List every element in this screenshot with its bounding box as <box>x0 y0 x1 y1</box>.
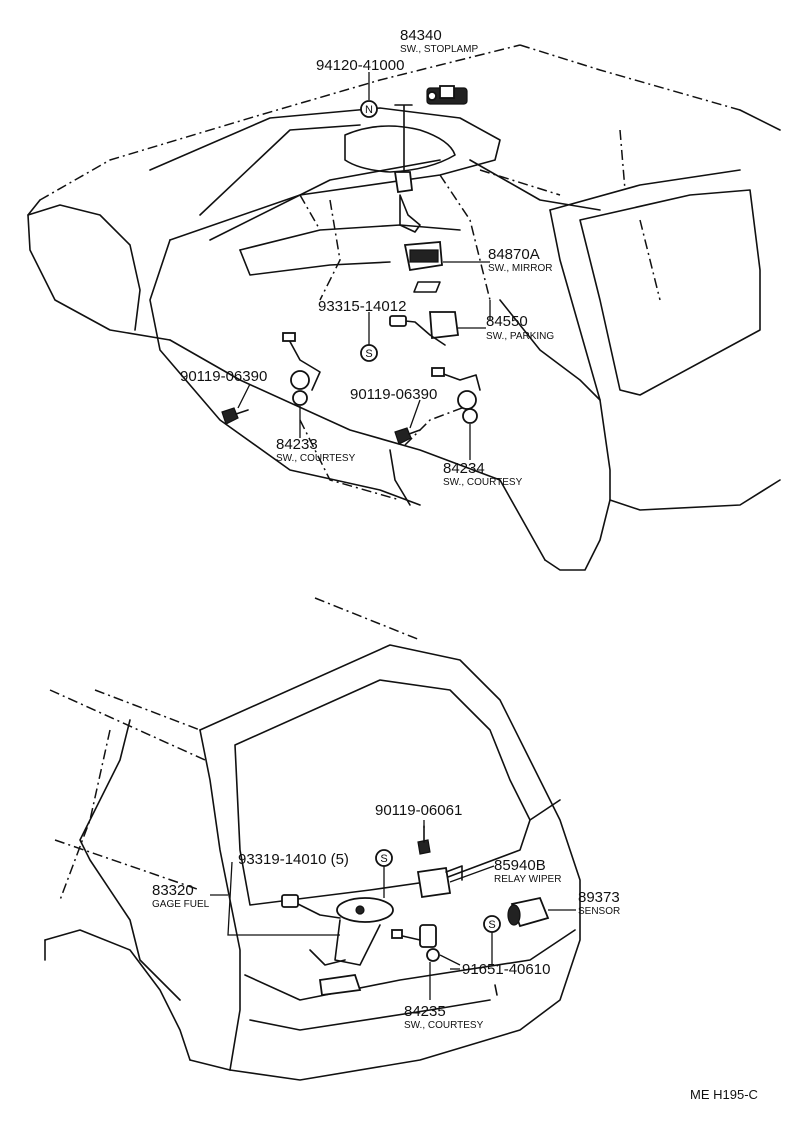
callout-desc: SW., PARKING <box>486 331 554 342</box>
callout-desc: SW., STOPLAMP <box>400 44 478 55</box>
callout-number: 84233 <box>276 436 318 453</box>
callout-number: 84550 <box>486 313 528 330</box>
relay-wiper-part <box>416 865 463 899</box>
callout-number: 91651-40610 <box>462 961 550 978</box>
stoplamp-switch-part <box>426 85 468 105</box>
courtesy-switch-right-part <box>431 367 481 424</box>
courtesy-switch-rear-part <box>391 924 440 962</box>
callout-number: 93319-14010 (5) <box>238 851 349 868</box>
leader-lines-top <box>237 72 491 460</box>
callout-desc: SW., MIRROR <box>488 263 552 274</box>
callout-number: 84235 <box>404 1003 446 1020</box>
symbol-s-bottom-left: S <box>375 849 393 867</box>
callout-number: 93315-14012 <box>318 298 406 315</box>
svg-text:N: N <box>365 104 373 116</box>
screw-left-part <box>221 407 249 425</box>
callout-number: 85940B <box>494 857 546 874</box>
callout-number: 94120-41000 <box>316 57 404 74</box>
symbol-n: N <box>360 100 378 118</box>
screw-bottom-part <box>417 825 431 855</box>
bracket-part <box>393 104 421 233</box>
svg-text:S: S <box>488 919 495 931</box>
svg-text:S: S <box>380 853 387 865</box>
screw-right-part <box>394 427 421 445</box>
fuel-gage-part <box>281 894 394 997</box>
figure-code: ME H195-C <box>690 1087 758 1102</box>
callout-desc: SW., COURTESY <box>276 453 356 464</box>
sensor-part <box>507 896 550 928</box>
parking-switch-part <box>389 311 460 346</box>
callout-desc: GAGE FUEL <box>152 899 210 910</box>
callout-number: 90119-06390 <box>180 368 267 385</box>
callout-number: 84870A <box>488 246 540 263</box>
vehicle-body-top <box>27 44 781 571</box>
callout-number: 89373 <box>578 889 620 906</box>
vehicle-body-bottom <box>44 597 581 1081</box>
symbol-s-bottom-right: S <box>483 915 501 933</box>
callout-number: 90119-06061 <box>375 802 462 819</box>
mirror-switch-part <box>403 241 443 293</box>
callout-desc: SW., COURTESY <box>443 477 523 488</box>
courtesy-switch-left-part <box>282 332 321 406</box>
callout-number: 83320 <box>152 882 194 899</box>
callout-desc: RELAY WIPER <box>494 874 561 885</box>
symbol-s-top: S <box>360 344 378 362</box>
callout-number: 90119-06390 <box>350 386 437 403</box>
callout-desc: SW., COURTESY <box>404 1020 484 1031</box>
callout-desc: SENSOR <box>578 906 620 917</box>
svg-text:S: S <box>365 348 372 360</box>
callout-number: 84340 <box>400 27 442 44</box>
leader-lines-bottom <box>210 820 576 1000</box>
callout-number: 84234 <box>443 460 485 477</box>
